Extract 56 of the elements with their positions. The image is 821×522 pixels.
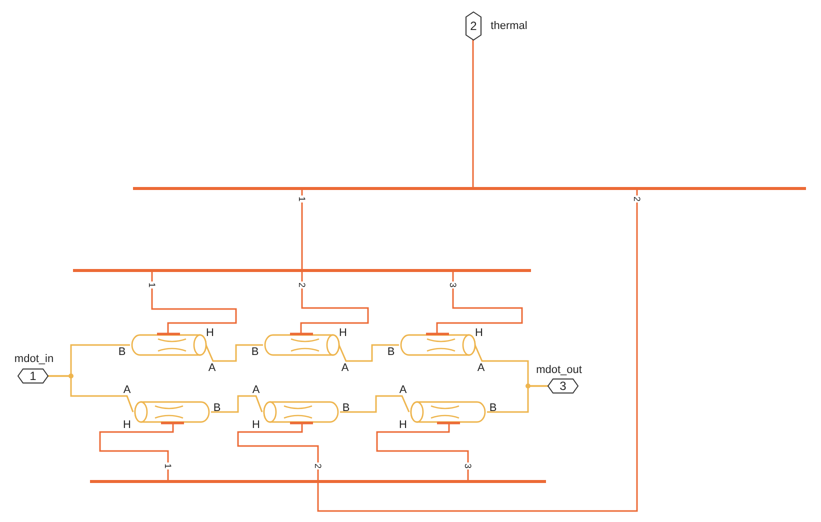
port-letter: A — [399, 384, 407, 396]
connection-line — [300, 272, 369, 331]
connection-line — [205, 344, 263, 362]
port-letter: A — [252, 384, 260, 396]
pipe-drawing — [130, 331, 208, 357]
tap-number: 2 — [632, 196, 642, 202]
connection-line — [237, 426, 319, 480]
pipe-drawing — [133, 400, 211, 426]
tap-number: 1 — [163, 462, 173, 470]
connection-line — [436, 272, 523, 331]
connection-line — [301, 188, 303, 269]
port-letter: A — [123, 384, 131, 396]
port-letter: B — [387, 346, 395, 358]
pipe-drawing — [399, 331, 477, 357]
port-terminal: 1 — [18, 369, 48, 383]
port-letter: B — [489, 402, 497, 414]
connection-line — [48, 375, 134, 412]
port-letter: B — [213, 402, 221, 414]
connection-line — [472, 40, 474, 188]
port-terminal: 3 — [548, 379, 578, 393]
pipe-drawing — [409, 400, 487, 426]
port-letter: H — [339, 327, 347, 339]
port-letter: H — [252, 419, 260, 431]
connection-line — [487, 385, 548, 413]
connection-line — [376, 426, 469, 480]
port-letter: H — [475, 327, 483, 339]
port-letter: A — [477, 362, 485, 374]
connection-line — [211, 395, 263, 413]
connection-line — [340, 395, 410, 413]
port-letter: H — [123, 419, 131, 431]
pipe-drawing — [262, 400, 340, 426]
port-letter: A — [208, 362, 216, 374]
port-letter: B — [342, 402, 350, 414]
port-letter: H — [399, 419, 407, 431]
port-name: mdot_in — [14, 353, 54, 365]
connection-line — [317, 188, 638, 512]
port-letter: A — [341, 362, 349, 374]
port-name: mdot_out — [536, 364, 582, 376]
tap-number: 2 — [313, 462, 323, 470]
connection-line — [338, 344, 399, 362]
port-name: thermal — [490, 20, 528, 32]
connection-line — [99, 426, 174, 480]
tap-number: 1 — [147, 282, 157, 288]
bus-line — [133, 187, 806, 190]
port-terminal: 2 — [466, 12, 481, 40]
tap-number: 1 — [297, 196, 307, 202]
bus-line — [73, 269, 531, 272]
tap-number: 2 — [297, 282, 307, 288]
tap-number: 3 — [448, 282, 458, 288]
port-letter: B — [251, 346, 259, 358]
connection-line — [151, 272, 237, 331]
tap-number: 3 — [463, 462, 473, 470]
pipe-drawing — [263, 331, 341, 357]
port-letter: H — [206, 327, 214, 339]
bus-line — [90, 480, 546, 483]
port-letter: B — [118, 346, 126, 358]
